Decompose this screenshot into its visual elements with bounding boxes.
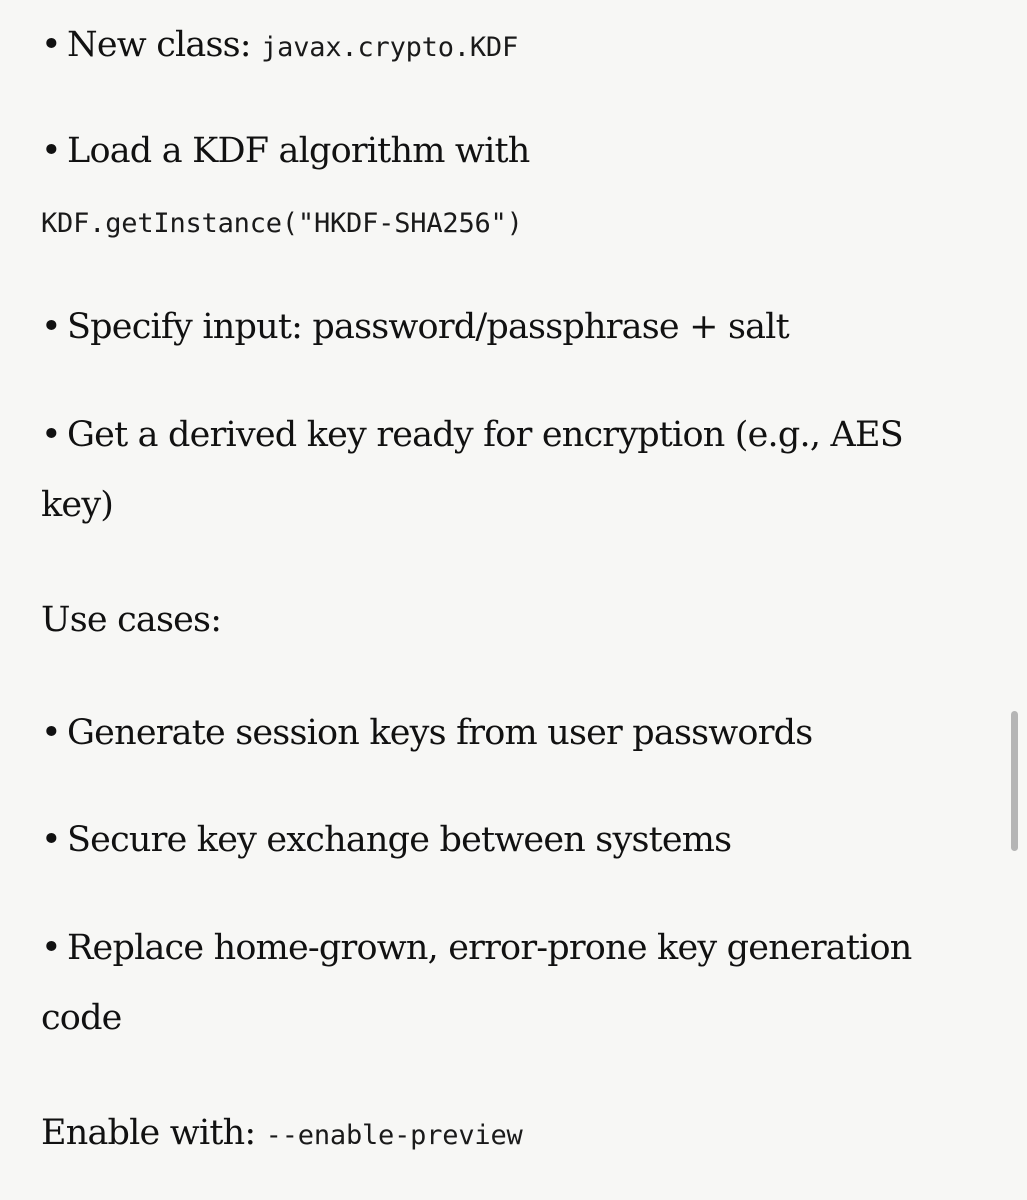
- bullet-text: Replace home-grown, error-prone key gene…: [67, 928, 912, 968]
- bullet-text: Load a KDF algorithm with: [67, 131, 530, 171]
- inline-code-getinstance: KDF.getInstance("HKDF-SHA256"): [41, 208, 523, 239]
- bullet-replace-code-continuation: code: [41, 983, 122, 1053]
- enable-line: Enable with: --enable-preview: [41, 1098, 523, 1171]
- bullet-key-exchange: •Secure key exchange between systems: [41, 805, 732, 875]
- inline-code-flag: --enable-preview: [265, 1120, 523, 1151]
- heading-text: Use cases:: [41, 600, 222, 640]
- bullet-specify-input: •Specify input: password/passphrase + sa…: [41, 292, 790, 362]
- bullet-load-kdf: •Load a KDF algorithm with: [41, 116, 530, 186]
- bullet-marker: •: [41, 25, 62, 65]
- bullet-marker: •: [41, 928, 62, 968]
- bullet-marker: •: [41, 131, 62, 171]
- bullet-derived-key: •Get a derived key ready for encryption …: [41, 400, 904, 470]
- vertical-scrollbar[interactable]: [1011, 711, 1018, 851]
- bullet-text-continuation: code: [41, 998, 122, 1038]
- bullet-text: Get a derived key ready for encryption (…: [67, 415, 904, 455]
- bullet-derived-key-continuation: key): [41, 470, 114, 540]
- bullet-text: Specify input: password/passphrase + sal…: [67, 307, 790, 347]
- bullet-new-class: •New class: javax.crypto.KDF: [41, 10, 518, 83]
- bullet-marker: •: [41, 713, 62, 753]
- code-line-getinstance: KDF.getInstance("HKDF-SHA256"): [41, 186, 523, 259]
- bullet-text: Generate session keys from user password…: [67, 713, 813, 753]
- bullet-marker: •: [41, 307, 62, 347]
- bullet-text: New class:: [67, 25, 262, 65]
- bullet-text-continuation: key): [41, 485, 114, 525]
- bullet-text: Secure key exchange between systems: [67, 820, 732, 860]
- enable-text: Enable with:: [41, 1113, 266, 1153]
- bullet-replace-code: •Replace home-grown, error-prone key gen…: [41, 913, 912, 983]
- bullet-marker: •: [41, 415, 62, 455]
- bullet-session-keys: •Generate session keys from user passwor…: [41, 698, 813, 768]
- bullet-marker: •: [41, 820, 62, 860]
- use-cases-heading: Use cases:: [41, 585, 222, 655]
- inline-code-class: javax.crypto.KDF: [261, 32, 519, 63]
